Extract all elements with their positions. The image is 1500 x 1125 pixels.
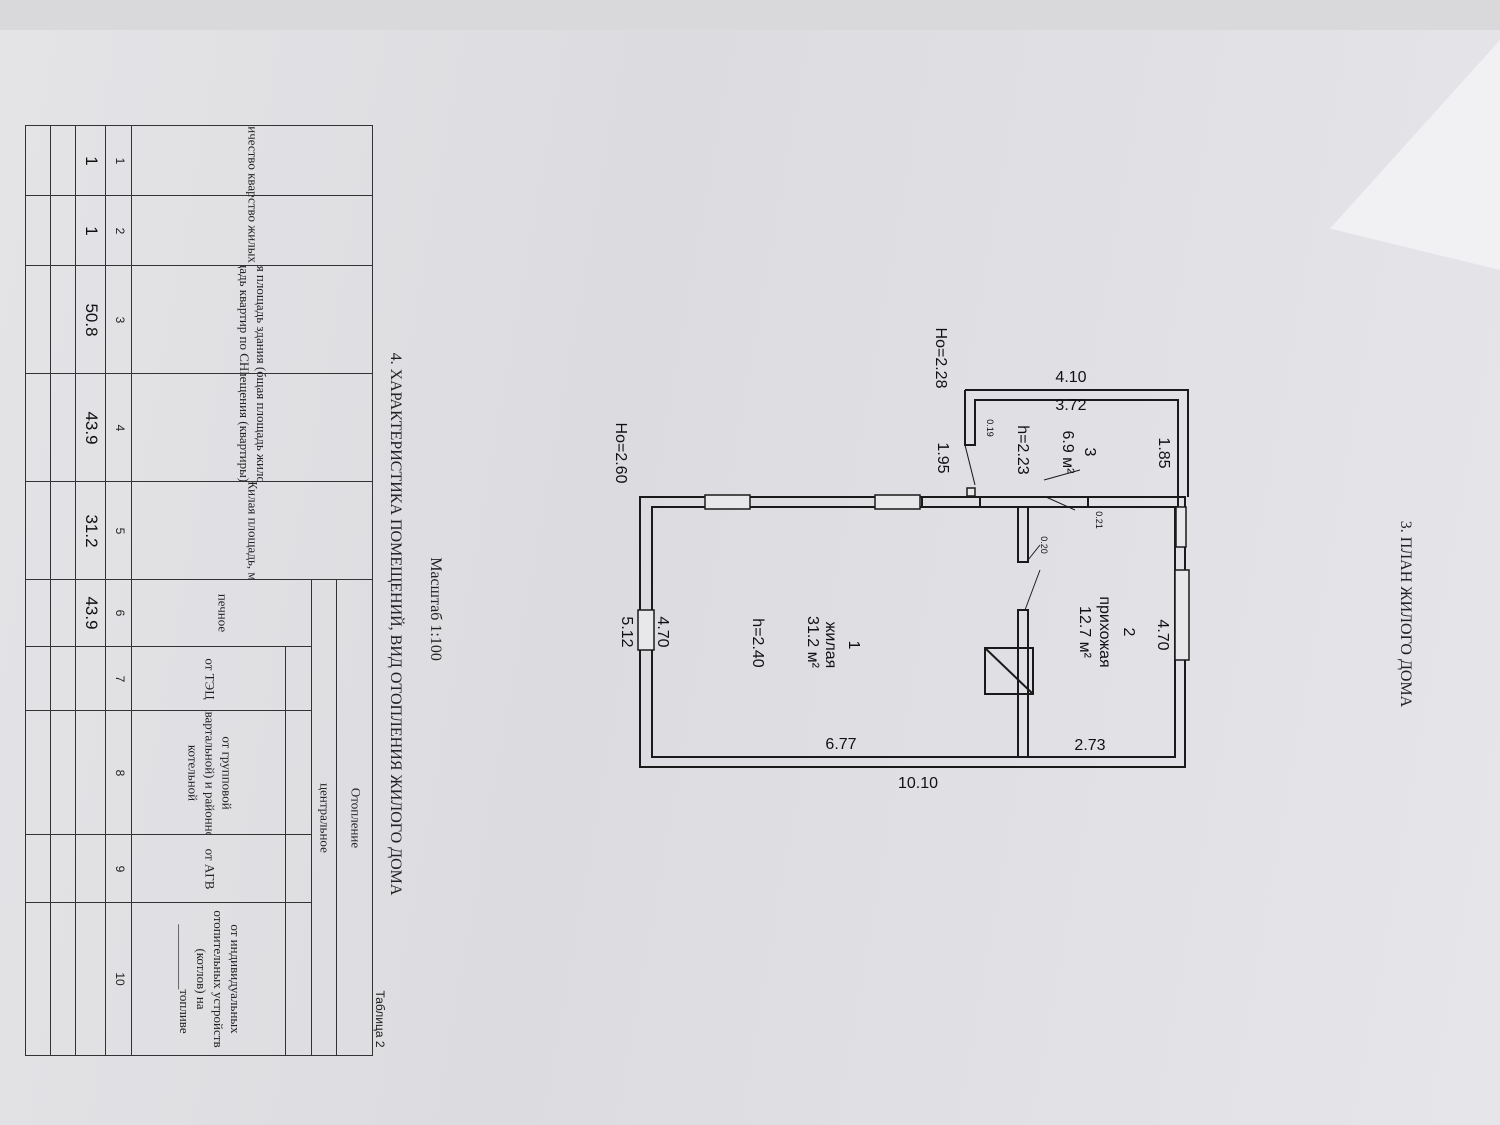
dimension-label: 1.95 [934, 442, 951, 474]
room1-height: h=2.40 [749, 618, 766, 668]
dimension-label: 0.19 [985, 419, 995, 437]
characteristics-table: 1 1 Количество квартир 1 2 Количество жи… [25, 125, 373, 1056]
header-cell-7: от ТЭЦ [131, 646, 286, 711]
room1-number: 1 [845, 640, 862, 650]
empty-cell [25, 481, 51, 580]
room1-name: жилая [822, 621, 839, 669]
header-cell-1: Количество квартир [131, 125, 373, 196]
dimension-label: 6.77 [825, 736, 857, 753]
room3-area: 6.9 м² [1059, 430, 1076, 474]
window [637, 609, 655, 651]
dimension-label: 3.72 [1055, 397, 1087, 414]
value-cell-5: 31.2 [75, 481, 106, 580]
central-heading-cell: центральное [311, 579, 337, 1056]
window [1174, 569, 1190, 661]
window [1175, 506, 1187, 548]
window [874, 494, 921, 510]
empty-cell [25, 265, 51, 374]
door-marker [966, 487, 976, 497]
value-cell-4: 43.9 [75, 373, 106, 482]
partition [1087, 496, 1179, 508]
header-cell-10: от индивидуальных отопительных устройств… [131, 902, 286, 1056]
dimension-label: 2.73 [1074, 737, 1106, 754]
num-cell-6: 6 [105, 579, 132, 647]
header-cell-3: Общая площадь здания (общая площадь квар… [131, 265, 373, 374]
room3-wall [964, 389, 1189, 497]
dimension-label: 10.10 [897, 775, 939, 792]
value-cell-2: 1 [75, 195, 106, 266]
leader-line [1045, 496, 1076, 511]
room3-number: 3 [1081, 447, 1098, 457]
leader-line [1027, 544, 1041, 561]
dimension-label: 0.21 [1094, 511, 1104, 529]
ground-height-label: Hо=2.60 [612, 422, 629, 484]
value-cell-10 [75, 902, 106, 1056]
empty-cell [25, 195, 51, 266]
leader-line [1043, 469, 1081, 481]
empty-cell [285, 902, 312, 1056]
partition [1017, 506, 1029, 563]
leader-line [1024, 569, 1041, 611]
empty-cell [285, 710, 312, 835]
empty-cell [25, 710, 51, 835]
room2-name: прихожая [1096, 596, 1113, 668]
dimension-label: 1.85 [1155, 437, 1172, 469]
header-cell-5: Жилая площадь, м² [131, 481, 373, 580]
room2-number: 2 [1120, 627, 1137, 637]
empty-cell [25, 373, 51, 482]
dimension-label: 5.12 [618, 616, 635, 648]
stove [984, 647, 1034, 695]
dimension-label: 4.10 [1055, 369, 1087, 386]
ground-height-label: Hо=2.28 [932, 327, 949, 389]
room1-area: 31.2 м² [804, 616, 821, 668]
value-cell-1: 1 [75, 125, 106, 196]
partition [1017, 609, 1029, 758]
value-cell-3: 50.8 [75, 265, 106, 374]
empty-cell [50, 902, 76, 1056]
leader-line [964, 444, 976, 486]
header-cell-4: Общая площадь жилого помещения (квартиры… [131, 373, 373, 482]
room3-height: h=2.23 [1014, 425, 1031, 475]
header-cell-8: от групповой (квартальной) и районной ко… [131, 710, 286, 835]
stove-diagonal [984, 647, 1034, 695]
dimension-label: 0.20 [1039, 536, 1049, 554]
num-cell-4: 4 [105, 373, 132, 482]
num-cell-10: 10 [105, 902, 132, 1056]
dimension-label: 4.70 [654, 616, 671, 648]
room2-area: 12.7 м² [1076, 606, 1093, 658]
partition [921, 496, 981, 508]
num-cell-3: 3 [105, 265, 132, 374]
dimension-label: 4.70 [1154, 619, 1171, 651]
empty-cell [285, 834, 312, 903]
window [704, 494, 751, 510]
heating-heading-cell: Отопление [336, 579, 373, 1056]
empty-cell [50, 373, 76, 482]
empty-cell [285, 646, 312, 711]
